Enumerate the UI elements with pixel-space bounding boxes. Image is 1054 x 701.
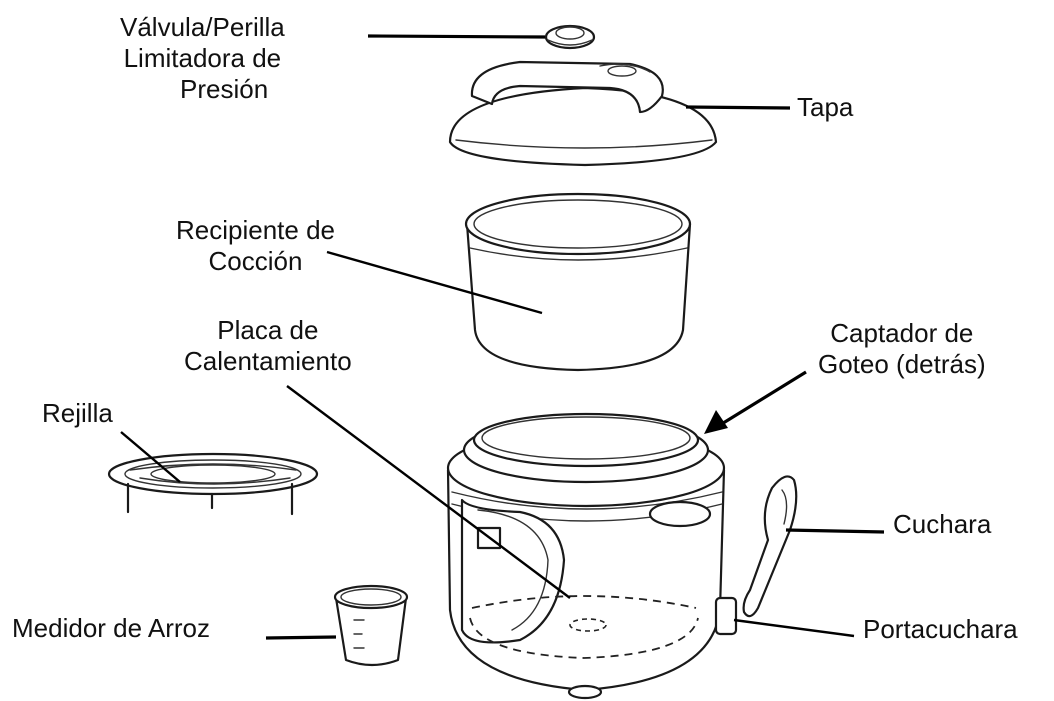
lid-label: Tapa — [797, 92, 853, 123]
spoon-holder-label: Portacuchara — [863, 614, 1018, 645]
valve-label-line-3: Presión — [180, 74, 269, 104]
spoon-illustration — [742, 475, 798, 618]
lid-label-text: Tapa — [797, 92, 854, 122]
leader-lines — [120, 34, 885, 640]
cooking-pot-label-line-1: Recipiente de — [176, 215, 335, 245]
rack-illustration — [107, 452, 319, 516]
drip-catcher-arrow — [704, 370, 807, 434]
valve-leader — [367, 34, 546, 39]
spoon-leader — [785, 528, 885, 534]
rice-measure-label-text: Medidor de Arroz — [12, 613, 210, 643]
spoon-holder-leader — [733, 618, 855, 638]
cooking-pot-label: Recipiente de Cocción — [176, 215, 335, 277]
rack-label-text: Rejilla — [42, 398, 113, 428]
valve-label-line-2: Limitadora de — [123, 43, 282, 73]
heating-plate-label-line-1: Placa de — [217, 315, 319, 345]
rice-measure-label: Medidor de Arroz — [12, 613, 210, 644]
cooking-pot-illustration — [464, 192, 692, 372]
valve-label: Válvula/Perilla Limitadora de Presión — [120, 12, 285, 105]
drip-catcher-label-line-1: Captador de — [830, 318, 974, 348]
pressure-valve-illustration — [544, 24, 596, 50]
drip-catcher-label: Captador de Goteo (detrás) — [818, 318, 986, 380]
spoon-label-text: Cuchara — [893, 509, 992, 539]
lid-leader — [685, 105, 791, 110]
spoon-holder-label-text: Portacuchara — [863, 614, 1018, 644]
spoon-label: Cuchara — [893, 509, 991, 540]
valve-label-line-1: Válvula/Perilla — [120, 12, 285, 42]
heating-plate-label-line-2: Calentamiento — [184, 346, 352, 376]
cooking-pot-leader — [326, 250, 543, 315]
rice-measure-leader — [265, 635, 337, 640]
drip-catcher-label-line-2: Goteo (detrás) — [818, 349, 986, 379]
rack-leader — [120, 431, 181, 483]
lid-illustration — [448, 60, 718, 167]
cooker-base-illustration — [446, 412, 738, 700]
rice-measure-illustration — [333, 584, 409, 667]
heating-plate-leader — [286, 385, 571, 599]
heating-plate-label: Placa de Calentamiento — [184, 315, 352, 377]
rack-label: Rejilla — [42, 398, 113, 429]
cooking-pot-label-line-2: Cocción — [208, 246, 303, 276]
